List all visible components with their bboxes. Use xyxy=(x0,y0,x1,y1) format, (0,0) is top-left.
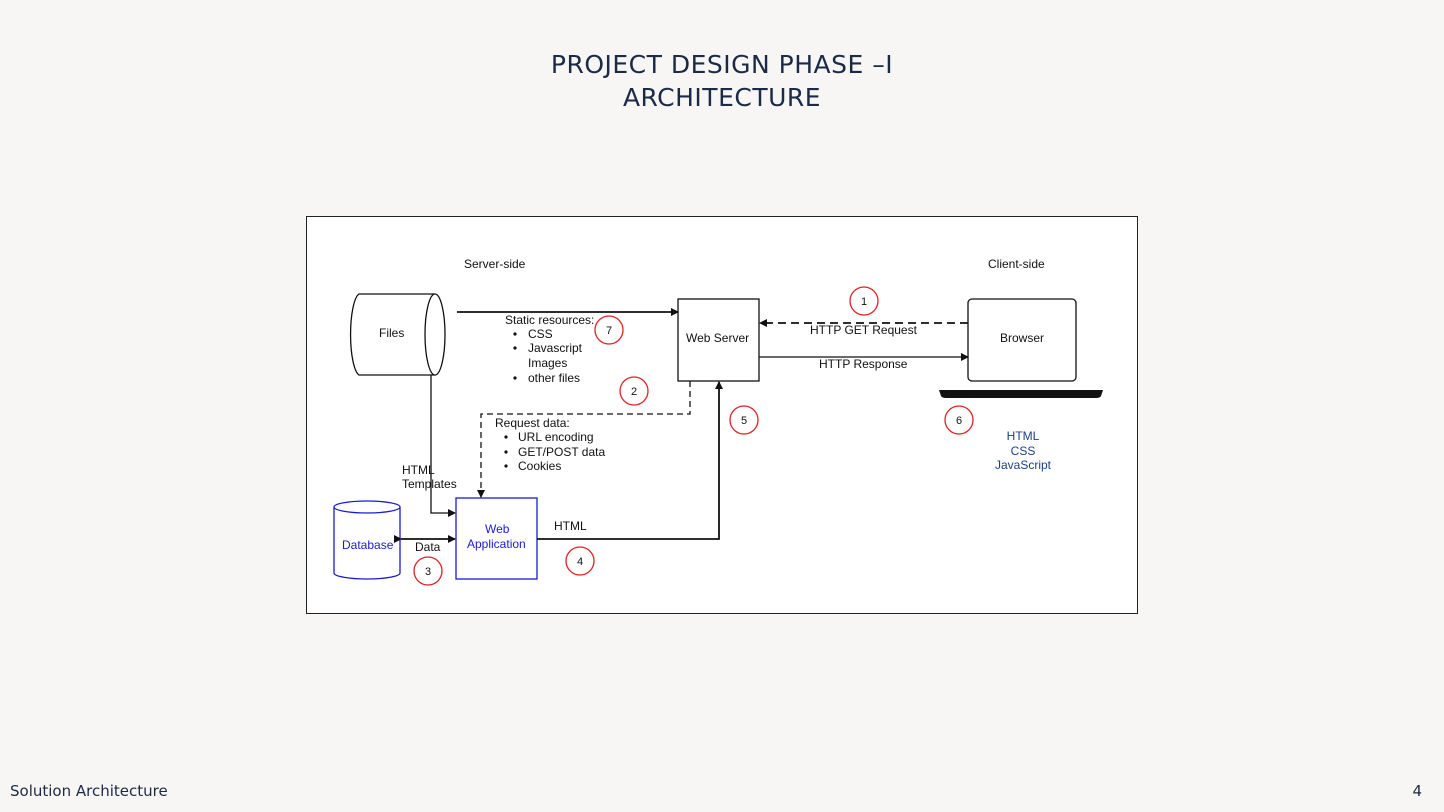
architecture-diagram: Server-side Client-side Files Web Server… xyxy=(333,257,1103,586)
footer-section-label: Solution Architecture xyxy=(10,782,168,800)
request-item-get-post: GET/POST data xyxy=(518,445,605,459)
step-2-label: 2 xyxy=(631,386,637,398)
web-server-label: Web Server xyxy=(686,331,749,345)
request-data-arrow xyxy=(477,381,691,498)
data-label: Data xyxy=(415,540,441,554)
step-1-marker: 1 xyxy=(849,286,879,316)
bullet-icon xyxy=(504,450,508,454)
files-node: Files xyxy=(349,293,446,376)
static-item-other-files: other files xyxy=(528,371,580,385)
laptop-base-icon xyxy=(939,390,1103,398)
files-label: Files xyxy=(379,326,404,340)
step-6-label: 6 xyxy=(956,415,962,427)
slide-title: PROJECT DESIGN PHASE –I ARCHITECTURE xyxy=(0,48,1444,114)
step-6-marker: 6 xyxy=(944,405,974,435)
bullet-icon xyxy=(504,464,508,468)
request-data-label: Request data: xyxy=(495,416,570,430)
title-line-2: ARCHITECTURE xyxy=(622,83,822,112)
title-line-1: PROJECT DESIGN PHASE –I xyxy=(550,50,894,79)
html-label: HTML xyxy=(554,519,587,533)
database-label: Database xyxy=(342,538,394,552)
web-application-node: Web Application xyxy=(455,497,538,580)
web-app-label-line-1: Web xyxy=(485,522,510,536)
browser-node: Browser xyxy=(939,298,1103,398)
static-item-javascript: Javascript xyxy=(528,341,583,355)
html-templates-label-line-2: Templates xyxy=(402,477,457,491)
web-app-label-line-2: Application xyxy=(467,537,526,551)
templates-arrow xyxy=(430,375,456,517)
bullet-icon xyxy=(513,332,517,336)
step-7-marker: 7 xyxy=(594,315,624,345)
step-1-label: 1 xyxy=(861,296,867,308)
step-7-label: 7 xyxy=(606,325,612,337)
html-templates-label-line-1: HTML xyxy=(402,463,435,477)
web-server-node: Web Server xyxy=(677,298,760,382)
step-5-marker: 5 xyxy=(729,405,759,435)
http-get-request-label: HTTP GET Request xyxy=(810,323,918,337)
http-response-label: HTTP Response xyxy=(819,357,908,371)
step-3-marker: 3 xyxy=(413,556,443,586)
step-3-label: 3 xyxy=(425,566,431,578)
bullet-icon xyxy=(513,376,517,380)
client-tech-javascript: JavaScript xyxy=(995,458,1052,472)
html-to-webserver-arrow xyxy=(537,381,723,540)
server-side-label: Server-side xyxy=(464,257,526,271)
database-node: Database xyxy=(333,500,401,580)
page-number: 4 xyxy=(1412,782,1422,800)
step-2-marker: 2 xyxy=(619,376,649,406)
step-4-marker: 4 xyxy=(565,546,595,576)
bullet-icon xyxy=(513,346,517,350)
client-tech-html: HTML xyxy=(1007,429,1040,443)
static-resources-label: Static resources: xyxy=(505,313,594,327)
step-4-label: 4 xyxy=(577,556,583,568)
step-5-label: 5 xyxy=(741,415,747,427)
client-side-label: Client-side xyxy=(988,257,1045,271)
static-item-images: Images xyxy=(528,356,567,370)
static-item-css: CSS xyxy=(528,327,553,341)
architecture-diagram-frame: Server-side Client-side Files Web Server… xyxy=(306,216,1138,614)
request-item-url-encoding: URL encoding xyxy=(518,430,594,444)
browser-label: Browser xyxy=(1000,331,1044,345)
request-item-cookies: Cookies xyxy=(518,459,561,473)
client-tech-css: CSS xyxy=(1011,444,1036,458)
bullet-icon xyxy=(504,435,508,439)
